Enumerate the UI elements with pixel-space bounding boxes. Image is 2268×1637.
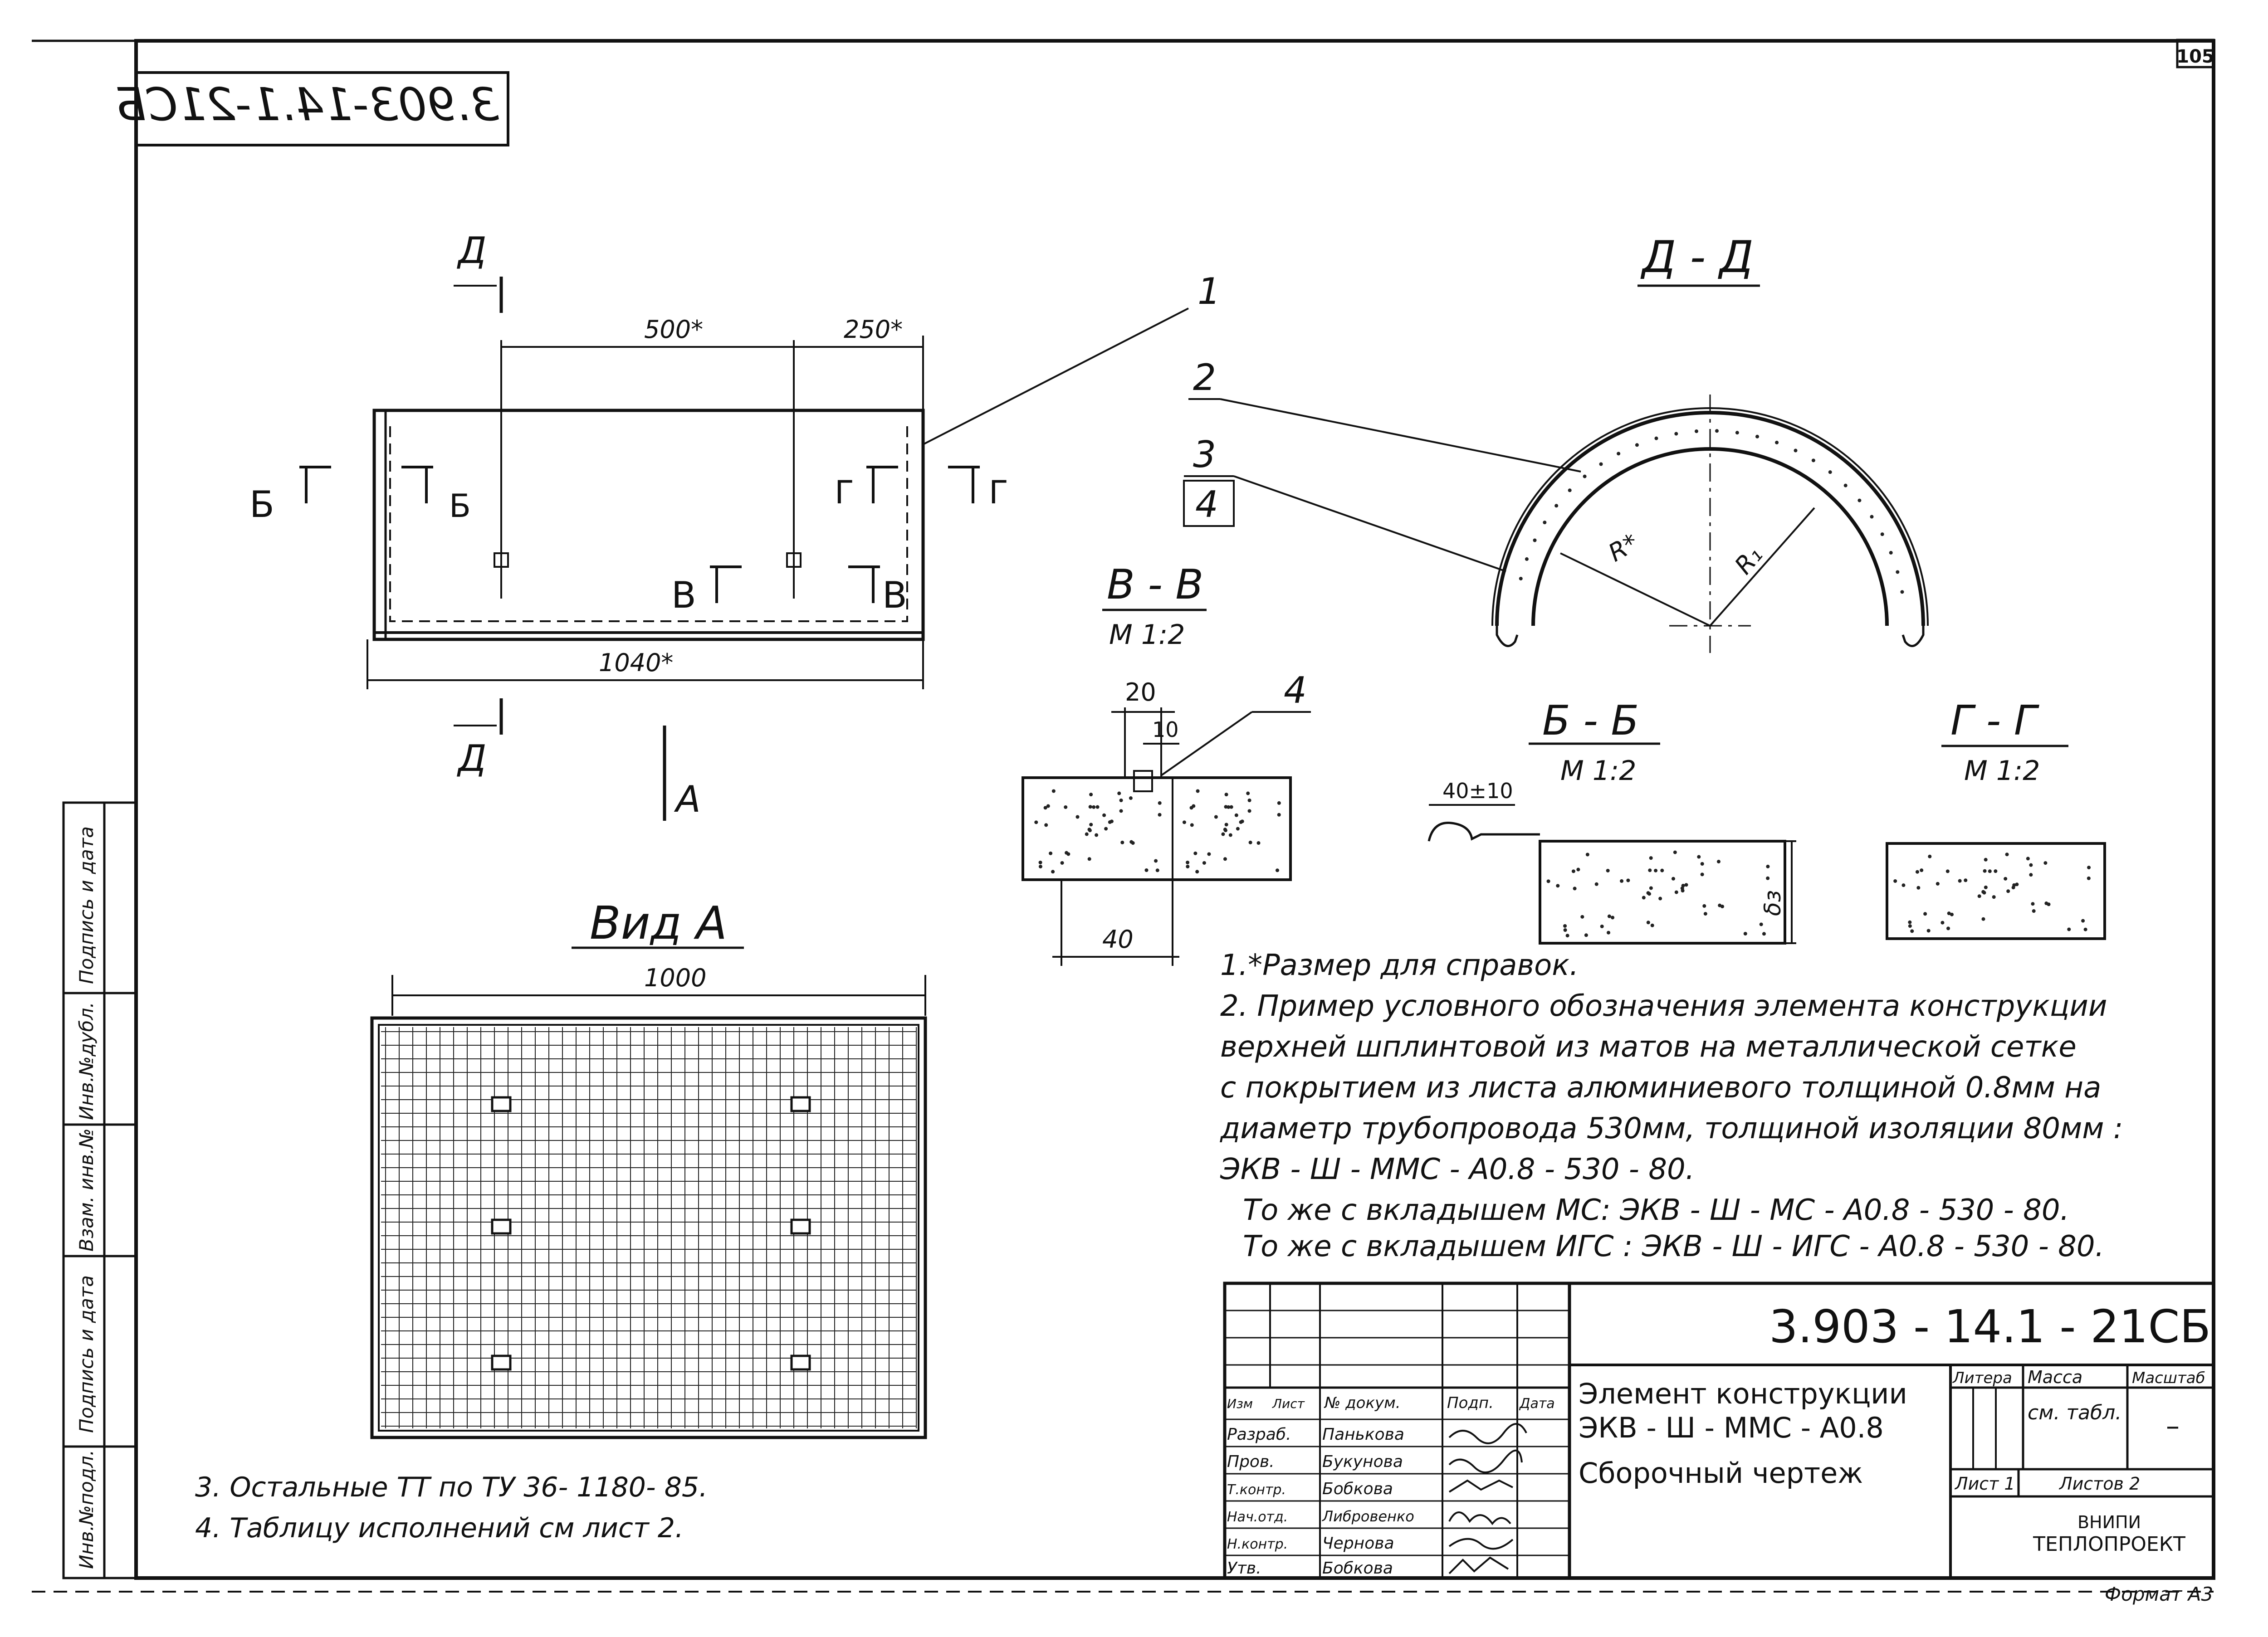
litera-label: Литера	[1952, 1369, 2012, 1387]
scale-value: –	[2166, 1410, 2180, 1442]
section-dd: Д - Д R* R₁ 2 3 4	[1183, 232, 1929, 653]
section-b-right: Б	[449, 487, 471, 525]
strip-inv-podl: Инв.№подл.	[75, 1450, 98, 1569]
note-line-8: То же с вкладышем ИГС : ЭКВ - Ш - ИГС - …	[1243, 1230, 2104, 1263]
section-d-top: Д	[457, 229, 487, 272]
note-line-7: То же с вкладышем МС: ЭКВ - Ш - МС - А0.…	[1243, 1194, 2069, 1227]
col-list: Лист	[1272, 1396, 1305, 1411]
name-utv: Бобкова	[1322, 1559, 1393, 1578]
col-data: Дата	[1519, 1396, 1555, 1412]
org-line-2: ТЕПЛОПРОЕКТ	[2033, 1533, 2185, 1556]
name-razrab: Панькова	[1322, 1425, 1404, 1444]
role-razrab: Разраб.	[1227, 1425, 1291, 1444]
position-3: 3	[1193, 434, 1216, 476]
delta-thickness: δз	[1760, 890, 1786, 916]
notes-block: 1.*Размер для справок. 2. Пример условно…	[1220, 949, 2123, 1263]
note-bottom-3: 3. Остальные ТТ по ТУ 36- 1180- 85.	[195, 1471, 708, 1503]
col-izm: Изм	[1227, 1396, 1253, 1411]
section-d-bottom: Д	[457, 737, 487, 780]
view-a-title: Вид А	[590, 896, 727, 950]
section-gg-title: Г - Г	[1950, 697, 2040, 745]
position-4-box: 4	[1195, 483, 1218, 526]
section-dd-title: Д - Д	[1640, 232, 1754, 283]
section-vv-scale: М 1:2	[1109, 619, 1185, 651]
view-a-mark: А	[674, 778, 701, 820]
mass-value: см. табл.	[2028, 1401, 2121, 1424]
dim-500: 500*	[644, 315, 703, 344]
position-4: 4	[1284, 669, 1307, 711]
title-line-3: Сборочный чертеж	[1579, 1457, 1863, 1490]
metal-mesh	[381, 1027, 917, 1428]
section-g-left: Г	[835, 474, 854, 511]
title-block: Изм Лист № докум. Подп. Дата Разраб. Про…	[1223, 1281, 2215, 1580]
col-podp: Подп.	[1447, 1394, 1494, 1412]
role-nachotd: Нач.отд.	[1227, 1509, 1288, 1525]
note-line-1: 1.*Размер для справок.	[1220, 949, 1579, 982]
section-g-right: Г	[989, 474, 1008, 511]
mirrored-stamp-code: 3.903-14.1-21СБ	[115, 78, 499, 131]
note-bottom-4: 4. Таблицу исполнений см лист 2.	[195, 1512, 684, 1544]
section-gg-scale: М 1:2	[1964, 755, 2040, 787]
strip-vzam: Взам. инв.№	[75, 1128, 98, 1252]
strip-podpis-2: Подпись и дата	[75, 826, 98, 984]
name-tkontr: Бобкова	[1322, 1480, 1393, 1498]
note-line-5: диаметр трубопровода 530мм, толщиной изо…	[1220, 1112, 2123, 1145]
dim-20: 20	[1125, 678, 1156, 706]
name-nachotd: Либровенко	[1322, 1508, 1414, 1525]
section-bb-title: Б - Б	[1542, 697, 1639, 745]
section-bb: Б - Б М 1:2 40±10 δз	[1427, 697, 1796, 945]
name-nkontr: Чернова	[1322, 1534, 1394, 1553]
dim-1000: 1000	[644, 964, 706, 992]
strip-inv-dubl: Инв.№дубл.	[75, 1002, 98, 1120]
role-tkontr: Т.контр.	[1227, 1482, 1286, 1498]
dim-250: 250*	[844, 315, 903, 344]
role-utv: Утв.	[1227, 1559, 1261, 1578]
scale-label: Масштаб	[2132, 1369, 2205, 1387]
title-line-1: Элемент конструкции	[1579, 1377, 1907, 1410]
view-a: Вид А 1000	[370, 896, 927, 1439]
main-view: 500* 250* 1040* Д Д Б Б Г Г В В А 1	[249, 229, 1221, 821]
format-label: Формат А3	[2105, 1583, 2213, 1605]
strip-podpis-1: Подпись и дата	[75, 1275, 98, 1433]
position-2: 2	[1193, 356, 1216, 399]
dim-1040: 1040*	[599, 648, 673, 677]
section-vv-title: В - В	[1107, 561, 1203, 609]
section-bb-scale: М 1:2	[1560, 755, 1636, 787]
section-v-right: В	[882, 574, 907, 616]
document-code: 3.903 - 14.1 - 21СБ	[1769, 1300, 2211, 1353]
position-1: 1	[1198, 270, 1221, 312]
title-line-2: ЭКВ - Ш - ММС - А0.8	[1579, 1411, 1884, 1444]
sheets-label: Листов 2	[2058, 1474, 2140, 1494]
side-strip: Инв.№подл. Подпись и дата Взам. инв.№ Ин…	[62, 801, 137, 1579]
sheet-label: Лист 1	[1954, 1474, 2015, 1494]
note-line-4: с покрытием из листа алюминиевого толщин…	[1220, 1071, 2101, 1105]
col-doc: № докум.	[1324, 1394, 1401, 1412]
note-line-6: ЭКВ - Ш - ММС - А0.8 - 530 - 80.	[1220, 1153, 1695, 1186]
dim-10: 10	[1152, 717, 1179, 742]
sheet-number: 105	[2176, 46, 2214, 67]
role-nkontr: Н.контр.	[1227, 1536, 1288, 1552]
signatures	[1448, 1423, 1527, 1574]
name-prov: Букунова	[1322, 1452, 1403, 1471]
section-vv: В - В М 1:2 20 10 40 4	[1022, 561, 1311, 966]
dim-40: 40	[1102, 925, 1134, 954]
insulation-fill	[1034, 429, 2091, 938]
mass-label: Масса	[2028, 1367, 2082, 1387]
section-gg: Г - Г М 1:2	[1886, 697, 2106, 940]
role-prov: Пров.	[1227, 1452, 1275, 1471]
note-line-2: 2. Пример условного обозначения элемента…	[1220, 989, 2107, 1023]
dim-40-10: 40±10	[1442, 779, 1513, 803]
note-line-3: верхней шплинтовой из матов на металличе…	[1220, 1030, 2077, 1064]
org-line-1: ВНИПИ	[2077, 1512, 2141, 1532]
section-v-left: В	[671, 574, 696, 616]
section-b-left: Б	[249, 483, 274, 526]
